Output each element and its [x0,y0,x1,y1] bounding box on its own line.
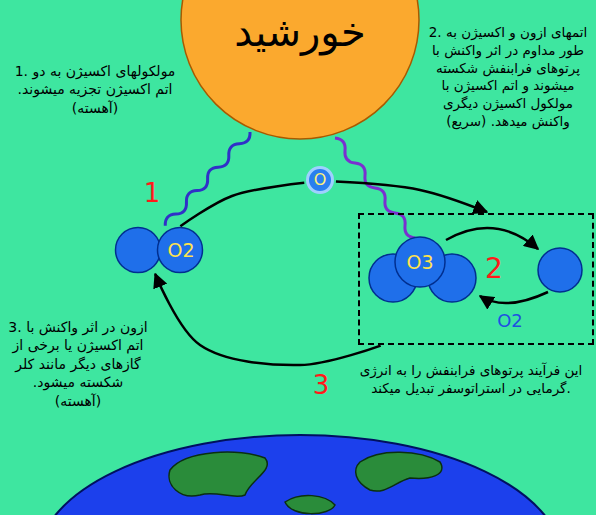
step-note: 2. اتمهای ازون و اکسیژن به طور مداوم در … [424,24,592,131]
atom-circle [116,228,161,273]
ozone-molecule: O3 [369,237,476,302]
sun-label: خورشید [180,12,420,52]
sun-disc [181,0,419,139]
atom-circle [395,237,445,287]
step-note: 1. مولکولهای اکسیژن به دو اتم اکسیژن تجز… [5,62,185,117]
step-note: 3. ازون در اثر واکنش با اتم اکسیژن یا بر… [8,318,148,410]
oxygen-molecule: O2 [115,227,205,273]
callout-number: 3 [308,372,334,398]
cycle-arrow [336,182,487,212]
continent [356,452,442,491]
reaction-box-label: 2 [480,255,508,283]
uv-wave [162,129,253,228]
reaction-box: 2 O3 [358,213,594,345]
sun: خورشید [180,0,420,140]
cycle-arrow [155,274,380,365]
atom-circle [158,228,203,273]
ozone-molecule-label: O3 [402,253,438,272]
loop-arrow [480,292,548,303]
continent [285,496,335,514]
loop-arrow [446,228,538,249]
oxygen-molecule-label: O2 [162,241,200,260]
process-note: این فرآیند پرتوهای فرابنفش را به انرژی گ… [350,362,592,398]
oxygen-atom: O [306,166,334,194]
cycle-arrow [180,183,304,226]
oxygen-atom [538,248,582,292]
oxygen-atom-label: O [306,172,334,188]
molecule-label: O2 [488,312,532,330]
continent [169,452,267,496]
callout-number: 1 [140,180,164,206]
earth [38,435,562,515]
